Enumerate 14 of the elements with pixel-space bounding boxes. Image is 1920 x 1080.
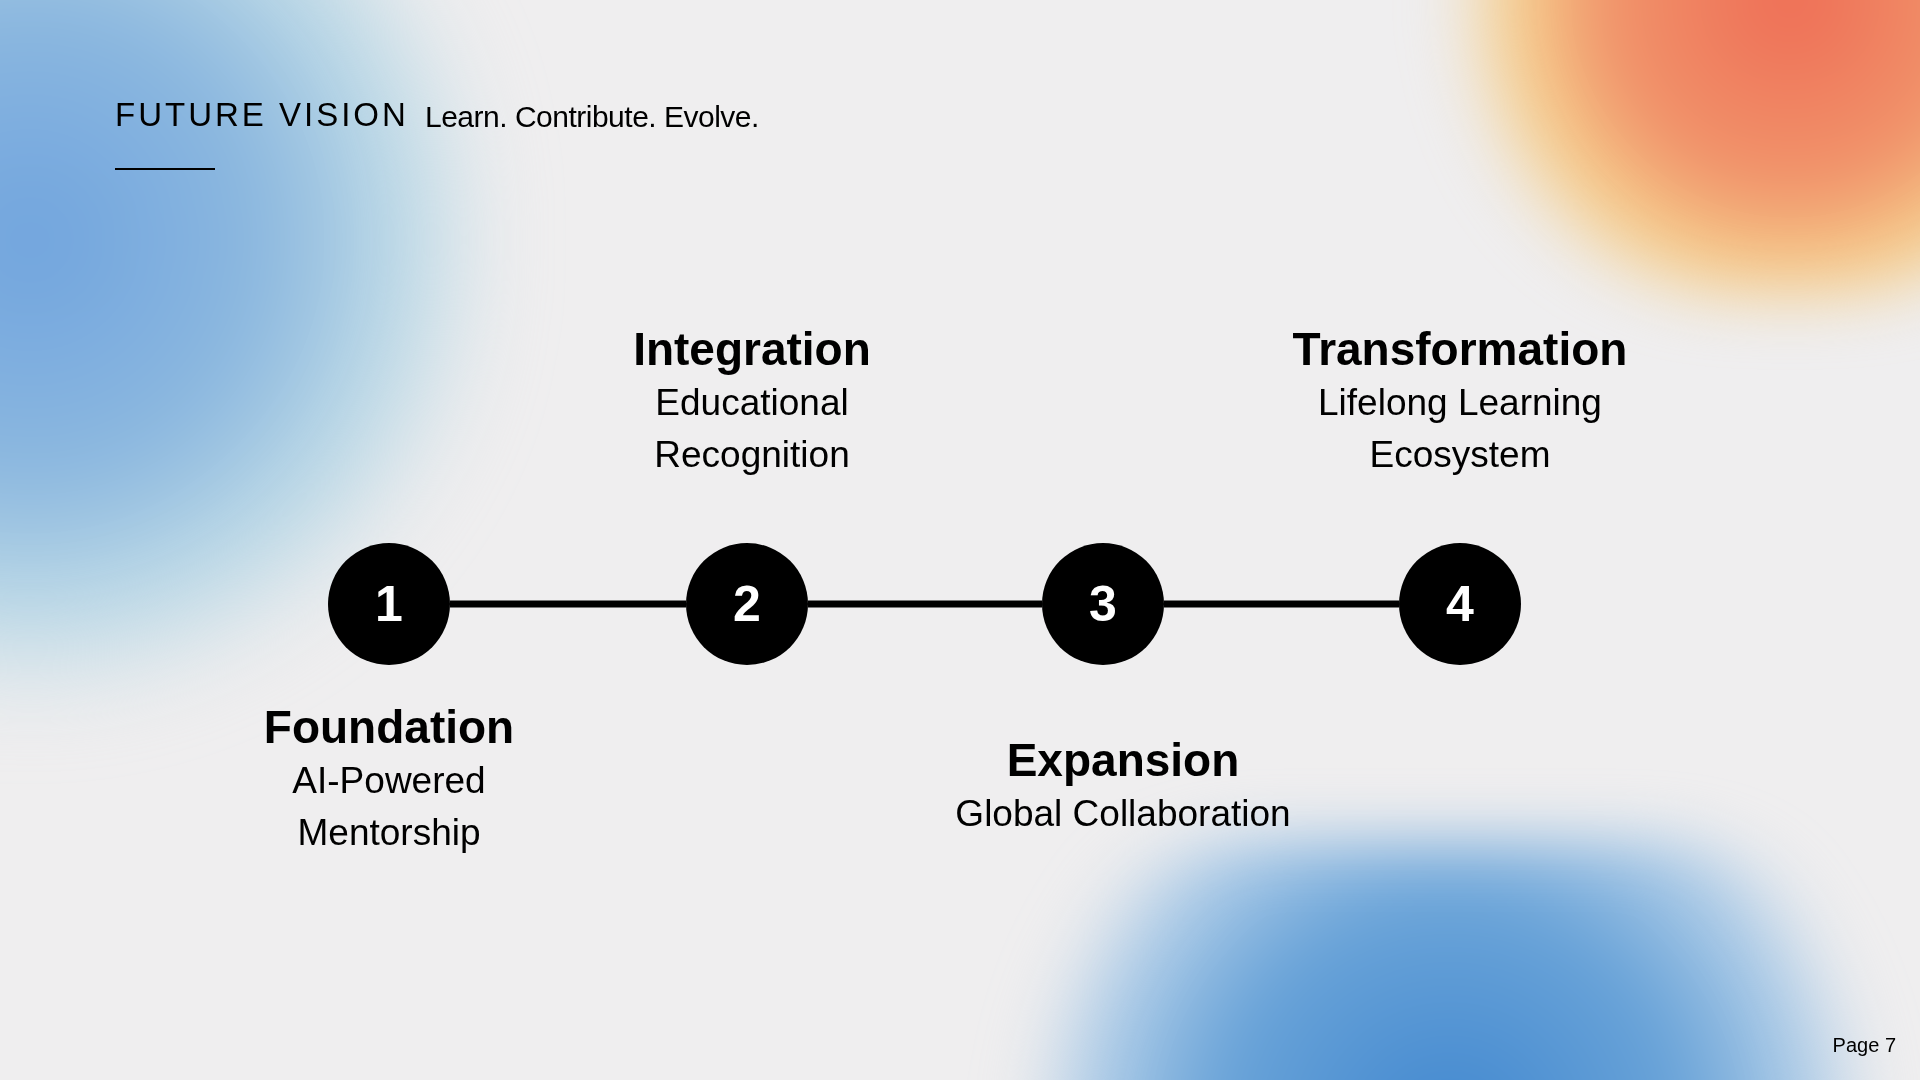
connector-line [808,600,1042,608]
connector-line [450,600,686,608]
connector-line [1164,600,1399,608]
step-heading: Foundation [263,700,515,755]
step-heading: Transformation [1292,322,1628,377]
step-description: Global Collaboration [954,792,1292,837]
step-description: Educational Recognition [653,381,851,477]
slide-title: FUTURE VISION [115,98,409,131]
step-description: AI-Powered Mentorship [291,759,487,855]
slide-subtitle: Learn. Contribute. Evolve. [425,102,759,132]
step-heading: Integration [633,322,871,377]
step-description: Lifelong Learning Ecosystem [1317,381,1603,477]
page-number: Page 7 [1832,1033,1896,1058]
step-heading: Expansion [1006,733,1240,788]
